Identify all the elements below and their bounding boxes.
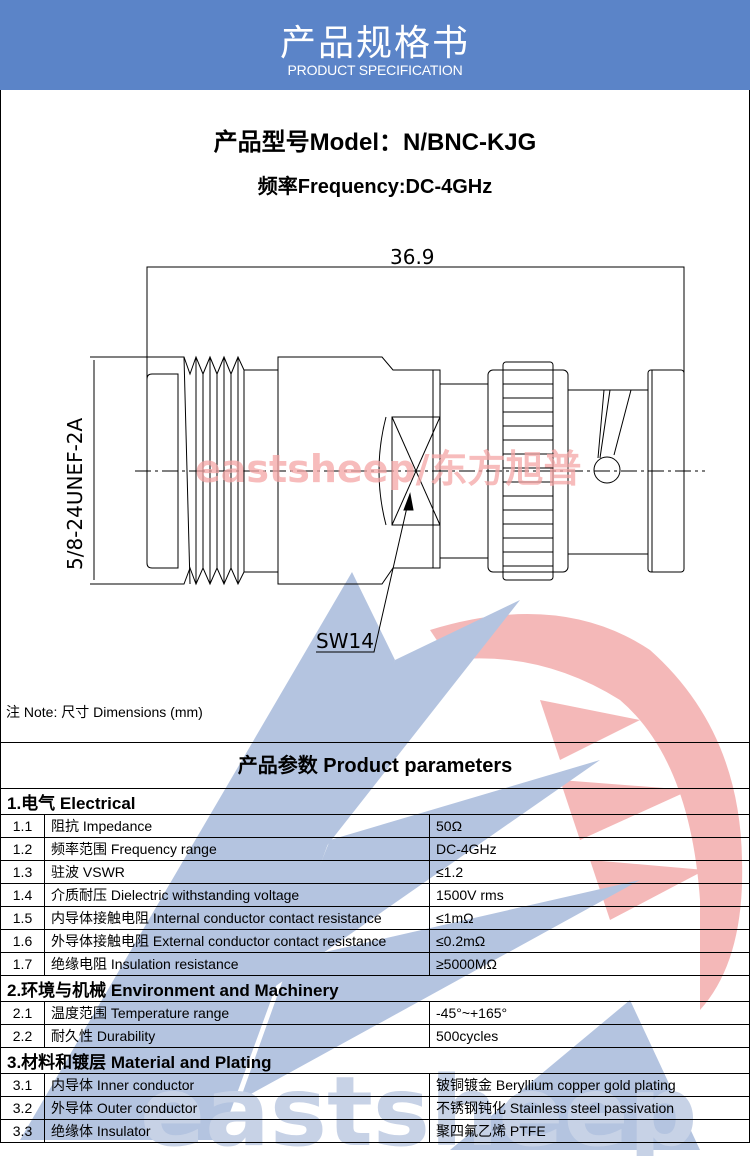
section-label: 2.环境与机械 Environment and Machinery [0, 975, 750, 1002]
row-number: 3.3 [0, 1119, 45, 1143]
row-description: 绝缘体 Insulator [44, 1119, 430, 1143]
row-value: 1500V rms [429, 883, 750, 907]
wrench-label: SW14 [316, 629, 374, 653]
row-value: ≤1.2 [429, 860, 750, 884]
row-number: 1.1 [0, 814, 45, 838]
row-value: ≥5000MΩ [429, 952, 750, 976]
row-number: 3.2 [0, 1096, 45, 1120]
row-description: 内导体接触电阻 Internal conductor contact resis… [44, 906, 430, 930]
row-number: 1.6 [0, 929, 45, 953]
page-title: 产品规格书 [279, 23, 470, 64]
wrench-leader [316, 493, 411, 653]
section-header-electrical: 1.电气 Electrical [0, 788, 750, 815]
page-subtitle: PRODUCT SPECIFICATION [287, 62, 463, 78]
row-number: 1.4 [0, 883, 45, 907]
row-value: -45°~+165° [429, 1001, 750, 1025]
row-description: 外导体 Outer conductor [44, 1096, 430, 1120]
page-header: 产品规格书 PRODUCT SPECIFICATION [0, 0, 750, 90]
bayonet-pin [593, 456, 621, 484]
drawing-watermark-text: eastsheep/东方旭普 [195, 447, 582, 491]
row-value: 铍铜镀金 Beryllium copper gold plating [429, 1073, 750, 1097]
row-value: DC-4GHz [429, 837, 750, 861]
model-line: 产品型号Model：N/BNC-KJG [213, 129, 537, 156]
row-number: 2.1 [0, 1001, 45, 1025]
row-value: ≤0.2mΩ [429, 929, 750, 953]
frequency-line: 频率Frequency:DC-4GHz [257, 176, 493, 198]
row-description: 耐久性 Durability [44, 1024, 430, 1048]
row-value: 不锈钢钝化 Stainless steel passivation [429, 1096, 750, 1120]
row-number: 1.5 [0, 906, 45, 930]
bayonet-slot [597, 389, 632, 459]
thread-label: 5/8-24UNEF-2A [63, 417, 87, 570]
hex-nut [277, 356, 441, 585]
row-description: 介质耐压 Dielectric withstanding voltage [44, 883, 430, 907]
row-number: 1.3 [0, 860, 45, 884]
row-number: 3.1 [0, 1073, 45, 1097]
row-description: 内导体 Inner conductor [44, 1073, 430, 1097]
section-label: 1.电气 Electrical [0, 788, 750, 815]
params-title: 产品参数 Product parameters [0, 742, 750, 789]
n-body [146, 373, 179, 569]
row-number: 2.2 [0, 1024, 45, 1048]
row-description: 温度范围 Temperature range [44, 1001, 430, 1025]
row-value: 聚四氟乙烯 PTFE [429, 1119, 750, 1143]
row-value: 50Ω [429, 814, 750, 838]
row-description: 频率范围 Frequency range [44, 837, 430, 861]
length-dimension-line [146, 266, 685, 410]
row-description: 驻波 VSWR [44, 860, 430, 884]
section-label: 3.材料和镀层 Material and Plating [0, 1047, 750, 1074]
section-header-material: 3.材料和镀层 Material and Plating [0, 1047, 750, 1074]
row-description: 绝缘电阻 Insulation resistance [44, 952, 430, 976]
thread-profile-top [178, 355, 245, 376]
row-number: 1.2 [0, 837, 45, 861]
dimensions-note: 注 Note: 尺寸 Dimensions (mm) [6, 704, 203, 720]
section-header-environment: 2.环境与机械 Environment and Machinery [0, 975, 750, 1002]
connector-drawing: 36.9 5/8-24UNEF-2A SW14 [63, 245, 705, 653]
knurl-lines [503, 383, 553, 567]
row-value: ≤1mΩ [429, 906, 750, 930]
row-number: 1.7 [0, 952, 45, 976]
length-dimension-label: 36.9 [390, 245, 435, 269]
row-description: 阻抗 Impedance [44, 814, 430, 838]
row-description: 外导体接触电阻 External conductor contact resis… [44, 929, 430, 953]
row-value: 500cycles [429, 1024, 750, 1048]
thread-profile-bottom [178, 566, 245, 586]
